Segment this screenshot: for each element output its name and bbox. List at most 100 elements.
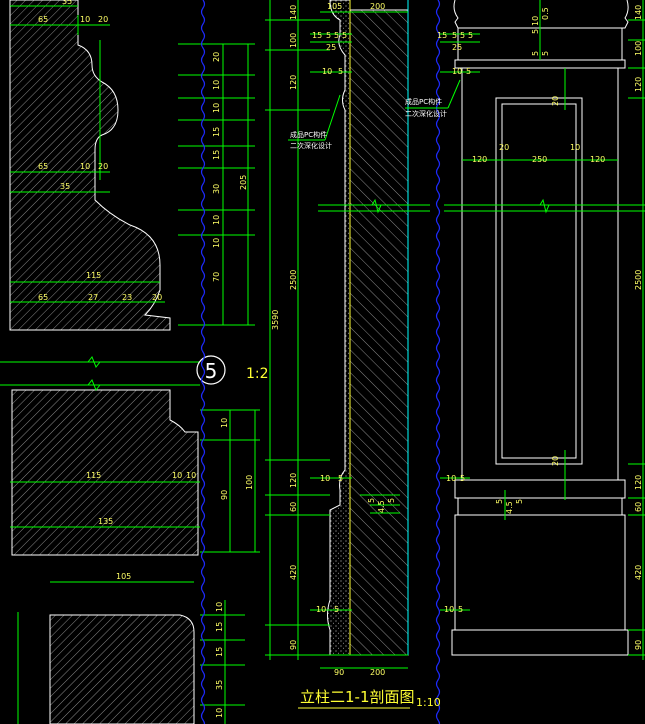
profile-dimension-lines bbox=[10, 5, 260, 724]
brdim-15a: 15 bbox=[215, 622, 224, 632]
detail-callout-number: 5 bbox=[205, 359, 218, 383]
rdim-10c: 10 bbox=[212, 215, 221, 225]
elv-panel-0: 120 bbox=[472, 155, 487, 164]
section-note-line2: 二次深化设计 bbox=[290, 141, 332, 150]
elv-panel-3: 10 bbox=[570, 143, 580, 152]
elevation-note-line1: 成品PC构件 bbox=[405, 97, 442, 106]
profile-hatch-bottom bbox=[49, 614, 195, 724]
sec-foot-1: 5 bbox=[334, 605, 339, 614]
sec-top-width: 200 bbox=[370, 2, 385, 11]
dim-20-top: 20 bbox=[98, 15, 108, 24]
dim-65-top: 65 bbox=[38, 15, 48, 24]
rdim-15b: 15 bbox=[212, 150, 221, 160]
elv-r-120b: 120 bbox=[634, 475, 643, 490]
rdim-10d: 10 bbox=[212, 238, 221, 248]
dim-10b-bottom: 10 bbox=[186, 471, 196, 480]
section-note: 成品PC构件 二次深化设计 bbox=[290, 130, 332, 150]
elv-r-120: 120 bbox=[634, 77, 643, 92]
elv-panel-2: 250 bbox=[532, 155, 547, 164]
elv-side-0: 10 bbox=[452, 67, 462, 76]
elevation-view: 140 100 120 2500 120 60 420 90 10 5 0.5 … bbox=[405, 0, 645, 660]
elevation-dim-lines bbox=[405, 0, 645, 660]
section-note-line1: 成品PC构件 bbox=[290, 130, 327, 139]
elv-r-420: 420 bbox=[634, 565, 643, 580]
elv-r-2500: 2500 bbox=[634, 270, 643, 290]
dim-65-lower: 65 bbox=[38, 293, 48, 302]
dim-10a-bottom: 10 bbox=[172, 471, 182, 480]
break-line bbox=[0, 356, 200, 391]
elv-foot-0: 10 bbox=[446, 474, 456, 483]
sec-dim-overall: 3590 bbox=[271, 310, 280, 330]
rdim-70: 70 bbox=[212, 272, 221, 282]
elv-r-100: 100 bbox=[634, 41, 643, 56]
elv-top-4: 5 bbox=[541, 51, 550, 56]
profile-hatch-lower bbox=[11, 389, 199, 556]
brdim-35: 35 bbox=[215, 680, 224, 690]
dim-115-bottom: 115 bbox=[86, 471, 101, 480]
elv-cap-3: 5 bbox=[468, 31, 473, 40]
elevation-outline bbox=[451, 0, 629, 656]
sec-top-a2: 5 bbox=[334, 31, 339, 40]
sec-top-c0: 10 bbox=[322, 67, 332, 76]
elv-cap-0: 15 bbox=[437, 31, 447, 40]
section-dim-texts: 140 100 120 2500 120 60 420 90 3590 105 … bbox=[271, 2, 396, 677]
rdim-10-l1: 10 bbox=[220, 418, 229, 428]
sec-top-b0: 25 bbox=[326, 43, 336, 52]
elv-cap-2: 5 bbox=[460, 31, 465, 40]
section-dim-lines bbox=[265, 0, 430, 669]
rdim-10b: 10 bbox=[212, 103, 221, 113]
elv-top-2: 0.5 bbox=[541, 7, 550, 20]
section-title-block: 立柱二1-1剖面图 1:10 bbox=[298, 688, 441, 709]
detail-callout-scale: 1:2 bbox=[246, 366, 269, 382]
dim-23-lower: 23 bbox=[122, 293, 132, 302]
sec-top-small: 105 bbox=[327, 2, 342, 11]
sec-top-a3: 5 bbox=[342, 31, 347, 40]
sec-dim-140: 140 bbox=[289, 5, 298, 20]
elv-top-1: 5 bbox=[531, 29, 540, 34]
dim-35-mid: 35 bbox=[60, 182, 70, 191]
rdim-15a: 15 bbox=[212, 127, 221, 137]
sec-low-4: 5 bbox=[387, 498, 396, 503]
sec-top-c1: 5 bbox=[338, 67, 343, 76]
sec-dim-100: 100 bbox=[289, 33, 298, 48]
detail-callout: 5 1:2 bbox=[196, 355, 269, 385]
sec-low-2: 5 bbox=[367, 498, 376, 503]
elv-panel-bottom: 20 bbox=[551, 456, 560, 466]
elevation-dim-texts: 140 100 120 2500 120 60 420 90 10 5 0.5 … bbox=[437, 5, 643, 650]
profile-right-dims: 20 10 10 15 15 30 10 10 70 205 10 90 100… bbox=[212, 52, 254, 718]
section-hatch bbox=[349, 9, 409, 656]
elv-foot-3: 5 bbox=[458, 605, 463, 614]
elv-side-1: 5 bbox=[466, 67, 471, 76]
dim-20-lower: 20 bbox=[152, 293, 162, 302]
rdim-90-l: 90 bbox=[220, 490, 229, 500]
sec-dim-120: 120 bbox=[289, 75, 298, 90]
dim-135-bottom: 135 bbox=[98, 517, 113, 526]
profile-dim-texts: 35 65 10 20 65 10 20 35 115 65 27 23 20 … bbox=[38, 0, 254, 718]
section-title: 立柱二1-1剖面图 bbox=[300, 688, 415, 706]
sec-dim-120b: 120 bbox=[289, 473, 298, 488]
brdim-15b: 15 bbox=[215, 647, 224, 657]
elevation-note: 成品PC构件 二次深化设计 bbox=[405, 97, 447, 118]
elevation-panel-inner bbox=[501, 103, 577, 459]
dim-105-piece: 105 bbox=[116, 572, 131, 581]
rdim-20: 20 bbox=[212, 52, 221, 62]
sec-low-1: 5 bbox=[338, 474, 343, 483]
sec-bottom-left: 90 bbox=[334, 668, 344, 677]
section-view: 140 100 120 2500 120 60 420 90 3590 105 … bbox=[265, 0, 441, 709]
elv-cap-4: 25 bbox=[452, 43, 462, 52]
brdim-10a: 10 bbox=[215, 602, 224, 612]
profile-detail: 35 65 10 20 65 10 20 35 115 65 27 23 20 … bbox=[0, 0, 269, 724]
sec-dim-60: 60 bbox=[289, 502, 298, 512]
elv-r-140: 140 bbox=[634, 5, 643, 20]
dim-35-top: 35 bbox=[62, 0, 72, 6]
wave-left bbox=[200, 0, 206, 724]
dim-10-mid: 10 bbox=[80, 162, 90, 171]
dim-20-mid: 20 bbox=[98, 162, 108, 171]
elv-top-3: 5 bbox=[531, 51, 540, 56]
section-profile bbox=[327, 0, 351, 656]
sec-foot-0: 10 bbox=[316, 605, 326, 614]
elv-top-0: 10 bbox=[531, 16, 540, 26]
elv-panel-top: 20 bbox=[551, 96, 560, 106]
elv-panel-1: 20 bbox=[499, 143, 509, 152]
